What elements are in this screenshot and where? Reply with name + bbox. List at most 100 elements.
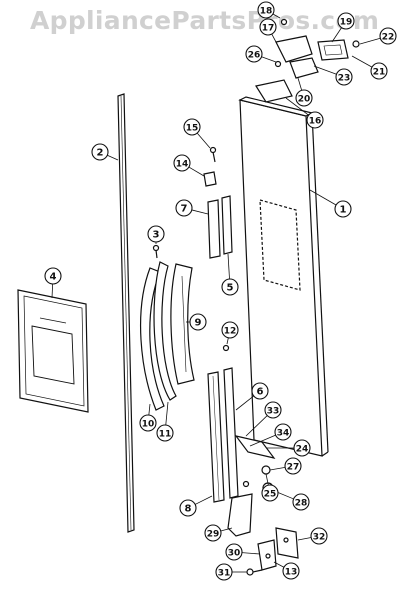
part-gasket-strip <box>117 93 135 533</box>
callout-number: 24 <box>296 445 309 455</box>
callout-circle <box>245 45 263 63</box>
callout-circle <box>295 89 313 107</box>
leader-line-20 <box>297 77 303 91</box>
callout-10: 10 <box>139 414 157 432</box>
callout-19: 19 <box>337 12 355 30</box>
callout-number: 25 <box>264 490 277 500</box>
callout-17: 17 <box>259 18 277 36</box>
leader-line-33 <box>245 415 268 437</box>
leader-line-4 <box>51 283 54 299</box>
callout-circle <box>221 278 239 296</box>
leader-line-30 <box>241 552 261 555</box>
part-upper-trim <box>207 199 221 259</box>
callout-22: 22 <box>379 27 397 45</box>
part-handle <box>140 261 177 411</box>
part-screw-bottom <box>246 568 263 576</box>
callout-circle <box>292 493 310 511</box>
callout-circle <box>334 200 352 218</box>
callout-circle <box>139 414 157 432</box>
callout-number: 32 <box>313 533 326 543</box>
leader-line-23 <box>313 65 337 75</box>
callout-27: 27 <box>284 457 302 475</box>
callout-circle <box>257 1 275 19</box>
callout-number: 10 <box>142 420 155 430</box>
callout-31: 31 <box>215 563 233 581</box>
callout-circle <box>264 401 282 419</box>
part-lower-trim <box>207 371 225 503</box>
part-top-hinge-cover <box>317 39 360 61</box>
leader-line-21 <box>351 55 373 68</box>
callout-30: 30 <box>225 543 243 561</box>
leader-line-22 <box>359 37 381 45</box>
callout-circle <box>175 199 193 217</box>
part-fastener-12 <box>222 344 230 352</box>
callout-3: 3 <box>147 225 165 243</box>
callout-circle <box>189 313 207 331</box>
leader-line-34 <box>249 434 276 447</box>
callout-number: 6 <box>257 387 264 398</box>
callout-24: 24 <box>293 439 311 457</box>
callout-circle <box>44 267 62 285</box>
callout-number: 28 <box>295 499 308 509</box>
callout-circle <box>204 524 222 542</box>
part-clip-screw <box>203 146 217 187</box>
leader-line-5 <box>227 253 230 280</box>
part-door-panel <box>238 96 329 457</box>
leader-line-13 <box>273 561 285 568</box>
callout-circle <box>221 321 239 339</box>
callout-circle <box>337 12 355 30</box>
callout-number: 1 <box>340 205 347 216</box>
leader-line-7 <box>191 209 209 215</box>
leader-line-17 <box>271 33 277 43</box>
callout-number: 19 <box>340 18 353 28</box>
leader-line-25 <box>265 473 269 486</box>
callout-4: 4 <box>44 267 62 285</box>
callout-number: 18 <box>260 7 273 17</box>
callout-8: 8 <box>179 499 197 517</box>
callout-number: 12 <box>224 327 237 337</box>
callout-circle <box>261 484 279 502</box>
callout-circle <box>183 118 201 136</box>
callout-26: 26 <box>245 45 263 63</box>
callout-circle <box>370 62 388 80</box>
watermark-text: AppliancePartsPros.com <box>30 6 380 35</box>
leader-line-19 <box>331 27 342 43</box>
callout-circle <box>335 68 353 86</box>
callout-circle <box>306 111 324 129</box>
callout-number: 9 <box>195 318 202 329</box>
callout-number: 34 <box>277 429 290 439</box>
callout-circle <box>259 18 277 36</box>
callout-number: 30 <box>228 549 241 559</box>
callout-circle <box>282 562 300 580</box>
leader-line-18 <box>272 13 281 19</box>
callout-7: 7 <box>175 199 193 217</box>
part-bottom-hinge <box>257 527 299 571</box>
callout-13: 13 <box>282 562 300 580</box>
callout-9: 9 <box>189 313 207 331</box>
callout-18: 18 <box>257 1 275 19</box>
callout-11: 11 <box>156 424 174 442</box>
callout-circle <box>274 423 292 441</box>
callout-15: 15 <box>183 118 201 136</box>
part-dispenser-panel <box>17 289 89 413</box>
callout-circle <box>310 527 328 545</box>
callout-circle <box>173 154 191 172</box>
callout-circle <box>215 563 233 581</box>
callout-number: 15 <box>186 124 199 134</box>
callout-number: 5 <box>227 283 234 294</box>
callout-25: 25 <box>261 484 279 502</box>
callout-34: 34 <box>274 423 292 441</box>
callout-circle <box>284 457 302 475</box>
callout-16: 16 <box>306 111 324 129</box>
callout-circle <box>156 424 174 442</box>
part-screw-3 <box>152 244 160 259</box>
callout-2: 2 <box>91 143 109 161</box>
leader-line-27 <box>269 466 286 471</box>
leader-line-14 <box>188 166 205 177</box>
leader-line-8 <box>194 495 213 505</box>
callout-33: 33 <box>264 401 282 419</box>
callout-circle <box>251 382 269 400</box>
callout-number: 17 <box>262 24 275 34</box>
